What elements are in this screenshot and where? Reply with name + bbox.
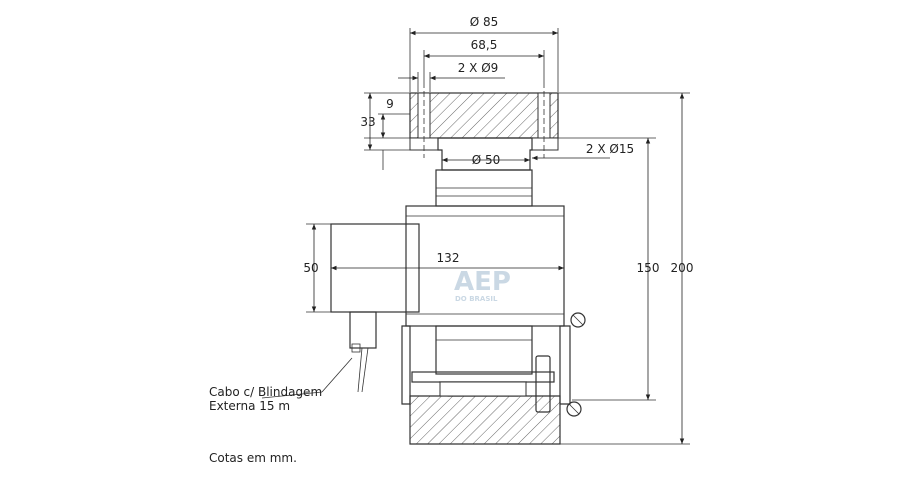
dim-inner-height: 150 — [637, 261, 660, 275]
dim-bolt-circle: 68,5 — [471, 38, 498, 52]
dimension-lines — [261, 28, 690, 445]
main-body — [401, 205, 586, 445]
dim-shaft-diameter: Ø 50 — [472, 153, 501, 167]
dim-bolt-holes: 2 X Ø9 — [458, 61, 499, 75]
units-note: Cotas em mm. — [209, 451, 297, 465]
dim-box-height: 50 — [303, 261, 318, 275]
dim-flange-thickness: 9 — [386, 97, 394, 111]
logo-sub: DO BRASIL — [455, 295, 498, 303]
neck — [435, 137, 533, 207]
dim-body-width: 132 — [437, 251, 460, 265]
connector-box — [321, 223, 420, 393]
cable-note-line1: Cabo c/ Blindagem — [209, 385, 322, 399]
logo-main: AEP — [454, 267, 511, 297]
top-flange — [409, 82, 559, 158]
dim-side-holes: 2 X Ø15 — [586, 142, 634, 156]
dim-total-height: 200 — [671, 261, 694, 275]
dim-flange-outer: Ø 85 — [470, 15, 499, 29]
cable-note-line2: Externa 15 m — [209, 399, 290, 413]
aep-logo: AEP DO BRASIL — [454, 267, 511, 303]
dim-flange-height: 33 — [360, 115, 375, 129]
